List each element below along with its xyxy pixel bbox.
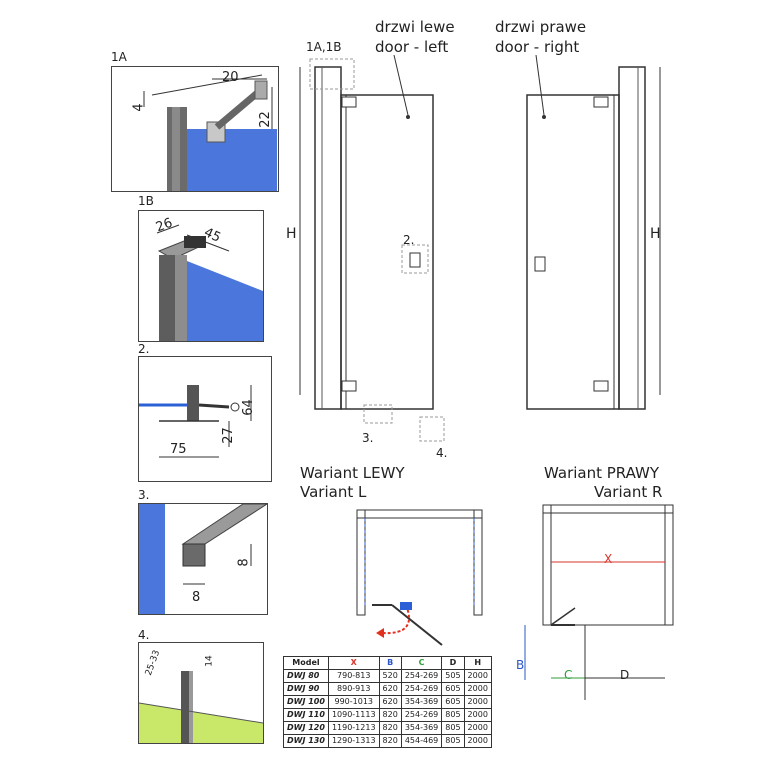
table-header-row: Model X B C D H (283, 656, 492, 670)
table-cell-model: DWJ 80 (283, 669, 329, 683)
table-cell: 505 (441, 669, 465, 683)
detail-1a-dim-b: 4 (131, 103, 147, 112)
detail-2-drawing (139, 385, 252, 458)
table-cell: 890-913 (327, 682, 380, 696)
detail-1b (138, 210, 264, 342)
table-cell: 354-369 (400, 721, 443, 735)
variant-right-label-pl: Wariant PRAWY (544, 464, 660, 482)
callout-2: 2. (403, 233, 415, 247)
detail-1a-drawing (143, 74, 277, 191)
detail-3-drawing (139, 504, 267, 614)
table-cell: 820 (378, 721, 402, 735)
variant-right-plan (524, 504, 674, 700)
table-cell: 254-269 (400, 682, 443, 696)
callout-1a1b: 1A,1B (306, 40, 342, 54)
table-header: D (441, 656, 465, 670)
door-right-label-pl: drzwi prawe (495, 18, 587, 36)
table-cell: 820 (378, 708, 402, 722)
table-cell-model: DWJ 100 (283, 695, 329, 709)
detail-4-dim-b: 14 (204, 655, 215, 667)
detail-4-drawing (139, 671, 263, 743)
table-cell: 2000 (463, 734, 492, 748)
dim-b-label: B (516, 658, 525, 672)
detail-4-title: 4. (138, 628, 150, 642)
detail-1a (111, 66, 279, 192)
table-cell: 620 (378, 682, 402, 696)
callout-3: 3. (362, 431, 374, 445)
door-left-elevation (299, 55, 445, 442)
table-header: B (378, 656, 402, 670)
door-left-label-en: door - left (375, 38, 449, 56)
table-cell: 790-813 (327, 669, 380, 683)
table-cell: 354-369 (400, 695, 443, 709)
table-cell: 820 (378, 734, 402, 748)
detail-4 (138, 642, 264, 744)
table-header: X (327, 656, 380, 670)
table-header: Model (283, 656, 329, 670)
table-cell-model: DWJ 120 (283, 721, 329, 735)
detail-2-dim-b: 27 (220, 427, 236, 444)
detail-3 (138, 503, 268, 615)
variant-right-label-en: Variant R (594, 483, 663, 501)
detail-1b-title: 1B (138, 194, 154, 208)
height-right-label: H (650, 226, 661, 242)
door-right-label-en: door - right (495, 38, 580, 56)
detail-3-title: 3. (138, 488, 150, 502)
detail-2-title: 2. (138, 342, 150, 356)
variant-left-label-en: Variant L (300, 483, 367, 501)
table-cell: 620 (378, 695, 402, 709)
table-cell: 805 (441, 721, 465, 735)
detail-3-dim-b: 8 (192, 590, 201, 605)
callout-4: 4. (436, 446, 448, 460)
detail-1b-drawing (156, 224, 263, 341)
detail-2-dim-a: 64 (240, 399, 256, 416)
table-cell: 1290-1313 (327, 734, 380, 748)
table-cell-model: DWJ 130 (283, 734, 329, 748)
table-cell: 605 (441, 695, 465, 709)
table-cell: 805 (441, 708, 465, 722)
detail-2-dim-c: 75 (170, 442, 187, 457)
detail-1a-title: 1A (111, 50, 127, 64)
table-header: C (400, 656, 443, 670)
table-cell: 254-269 (400, 708, 443, 722)
height-left-label: H (286, 226, 297, 242)
detail-1a-dim-c: 22 (257, 111, 273, 128)
table-cell: 2000 (463, 721, 492, 735)
table-cell: 605 (441, 682, 465, 696)
dim-x-label: X (604, 552, 613, 566)
door-right-elevation (526, 55, 661, 410)
table-cell: 2000 (463, 708, 492, 722)
dim-c-label: C (564, 668, 573, 682)
table-cell-model: DWJ 110 (283, 708, 329, 722)
table-cell: 254-269 (400, 669, 443, 683)
variant-left-label-pl: Wariant LEWY (300, 464, 405, 482)
table-cell: 2000 (463, 682, 492, 696)
table-cell: 1090-1113 (327, 708, 380, 722)
detail-1a-dim-a: 20 (222, 70, 239, 85)
table-header: H (463, 656, 492, 670)
table-cell: 990-1013 (327, 695, 380, 709)
table-cell: 454-469 (400, 734, 443, 748)
table-cell-model: DWJ 90 (283, 682, 329, 696)
table-cell: 2000 (463, 695, 492, 709)
detail-2 (138, 356, 272, 482)
table-cell: 1190-1213 (327, 721, 380, 735)
table-cell: 520 (378, 669, 402, 683)
variant-left-plan (356, 509, 483, 646)
door-left-label-pl: drzwi lewe (375, 18, 455, 36)
table-cell: 805 (441, 734, 465, 748)
table-cell: 2000 (463, 669, 492, 683)
dim-d-label: D (620, 668, 630, 682)
detail-3-dim-a: 8 (236, 558, 252, 567)
